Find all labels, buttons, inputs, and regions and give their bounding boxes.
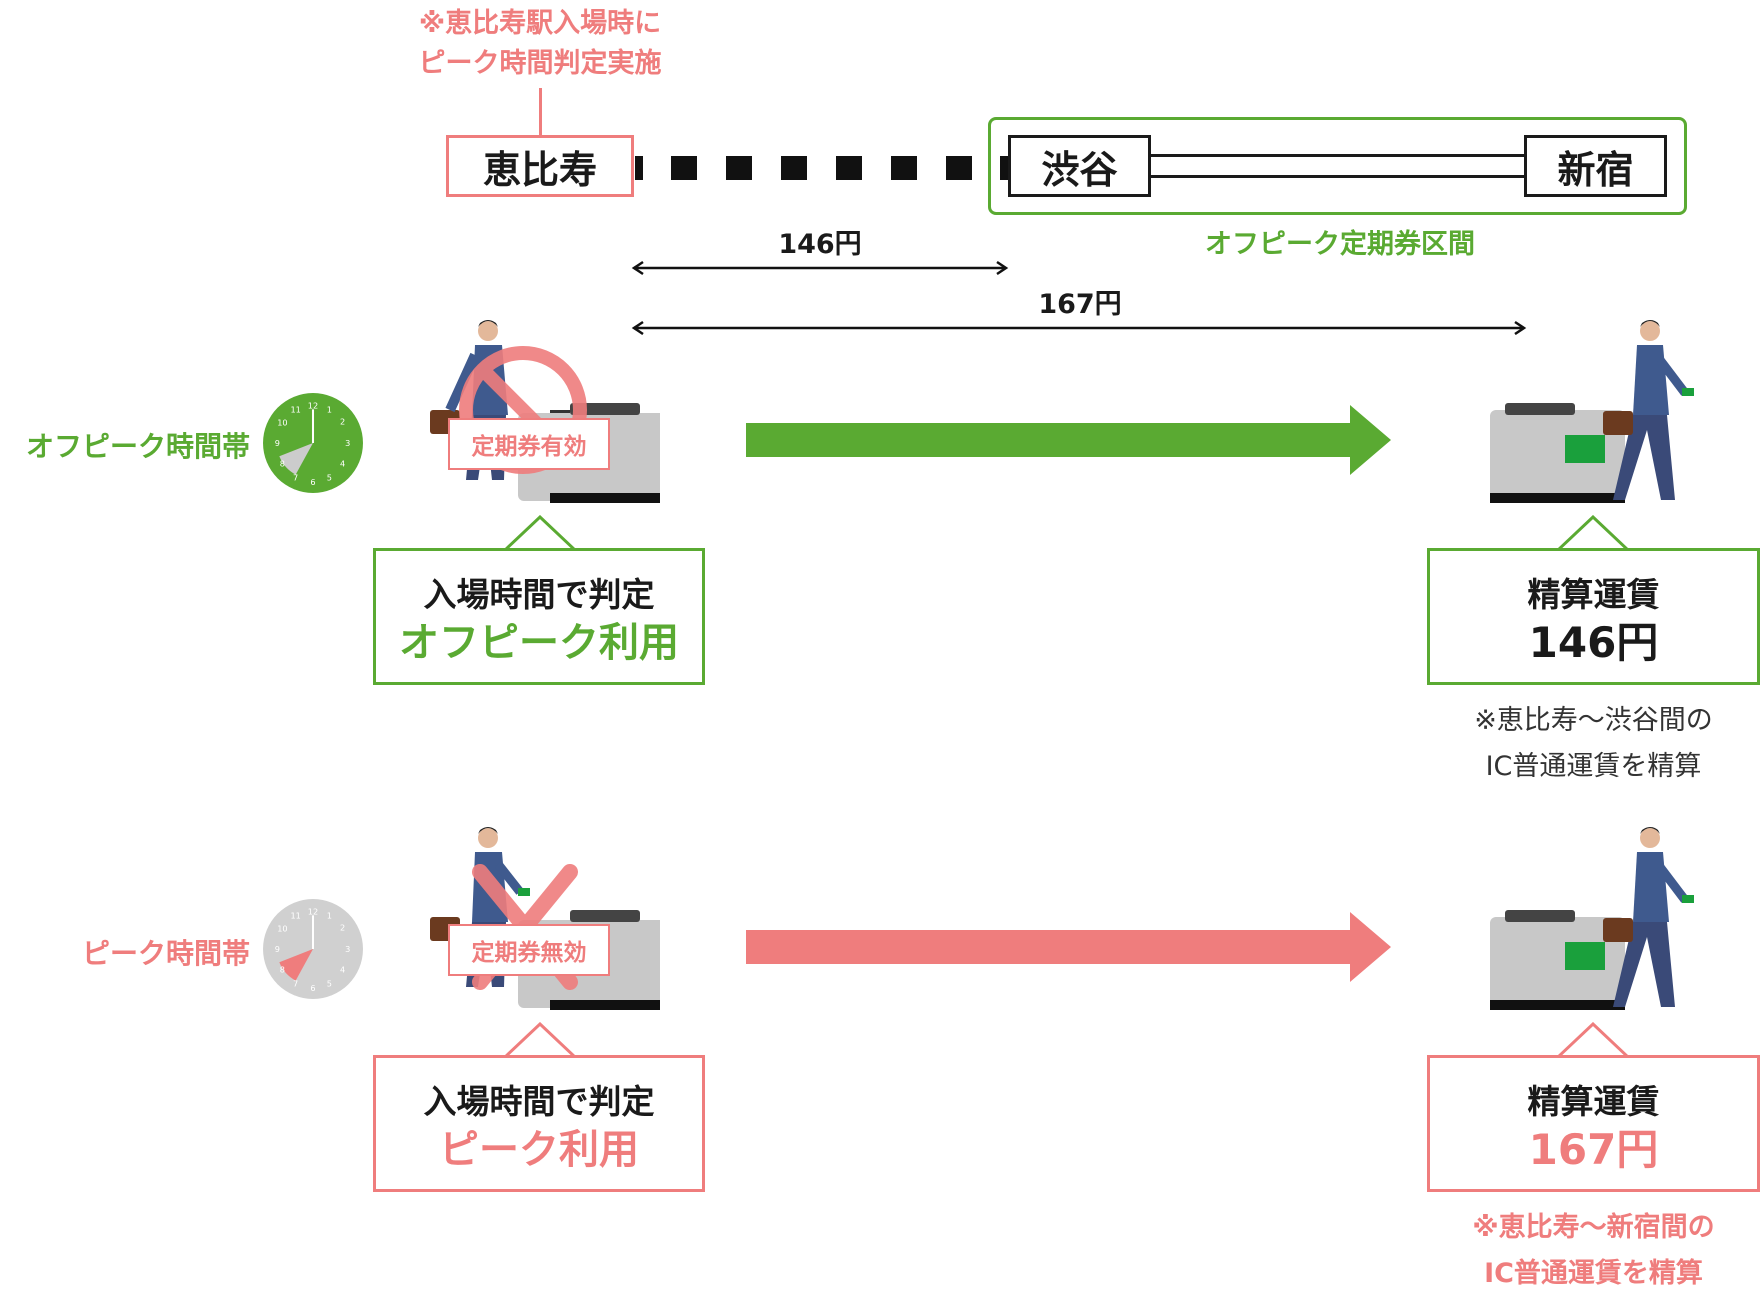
callout-pointer bbox=[505, 515, 575, 551]
exit-gate-peak bbox=[1490, 827, 1694, 1010]
svg-text:9: 9 bbox=[275, 438, 280, 448]
settlement-fare-callout-peak: 精算運賃 167円 bbox=[1427, 1055, 1760, 1192]
svg-text:4: 4 bbox=[340, 964, 345, 974]
ticket-gate-icon bbox=[1490, 403, 1625, 503]
callout-pointer bbox=[1558, 515, 1628, 551]
entry-judgement-note-line1: ※恵比寿駅入場時に bbox=[418, 8, 662, 39]
rail-dash bbox=[836, 156, 862, 180]
entry-judgement-text: 入場時間で判定 bbox=[423, 1082, 655, 1121]
svg-text:9: 9 bbox=[275, 944, 280, 954]
svg-text:3: 3 bbox=[345, 438, 350, 448]
ic-card-reader-icon bbox=[1565, 435, 1605, 463]
rail-dash bbox=[1000, 156, 1008, 180]
settlement-note-peak: ※恵比寿～新宿間の IC普通運賃を精算 bbox=[1427, 1205, 1760, 1297]
settlement-fare-label: 精算運賃 bbox=[1527, 575, 1660, 614]
settlement-fare-value: 167円 bbox=[1528, 1125, 1659, 1174]
svg-text:11: 11 bbox=[290, 404, 300, 414]
distance-arrows bbox=[631, 260, 1527, 335]
pass-valid-tag: 定期券有効 bbox=[448, 418, 610, 470]
rail-line-shibuya-shinjuku bbox=[1151, 154, 1524, 178]
dotted-rail-line-ebisu-shibuya bbox=[635, 156, 1008, 180]
peak-time-label: ピーク時間帯 bbox=[81, 937, 250, 970]
entry-gate-offpeak bbox=[430, 320, 660, 503]
distance-arrow-146 bbox=[631, 260, 1009, 276]
svg-text:10: 10 bbox=[277, 924, 287, 934]
entry-gate-peak bbox=[430, 827, 660, 1010]
rail-dash bbox=[726, 156, 752, 180]
settlement-note-line1: ※恵比寿～渋谷間の bbox=[1474, 705, 1713, 736]
svg-text:1: 1 bbox=[327, 404, 332, 414]
svg-text:2: 2 bbox=[340, 417, 345, 427]
ic-card-reader-icon bbox=[1565, 942, 1605, 970]
fare-ebisu-shibuya-label: 146円 bbox=[778, 229, 862, 260]
settlement-fare-label: 精算運賃 bbox=[1527, 1082, 1660, 1121]
entry-judgement-callout-offpeak: 入場時間で判定 オフピーク利用 bbox=[373, 548, 705, 685]
entry-judgement-result: ピーク利用 bbox=[439, 1127, 639, 1173]
svg-text:5: 5 bbox=[327, 979, 332, 989]
entry-judgement-note: ※恵比寿駅入場時に ピーク時間判定実施 bbox=[370, 4, 710, 84]
rail-dash bbox=[891, 156, 917, 180]
svg-text:3: 3 bbox=[345, 944, 350, 954]
svg-text:4: 4 bbox=[340, 458, 345, 468]
svg-text:10: 10 bbox=[277, 418, 287, 428]
offpeak-section-frame bbox=[988, 117, 1687, 215]
svg-text:7: 7 bbox=[293, 473, 298, 483]
station-ebisu: 恵比寿 bbox=[446, 135, 634, 197]
settlement-fare-callout-offpeak: 精算運賃 146円 bbox=[1427, 548, 1760, 685]
entry-judgement-callout-peak: 入場時間で判定 ピーク利用 bbox=[373, 1055, 705, 1192]
distance-arrow-167 bbox=[631, 320, 1527, 335]
arrow-right-offpeak bbox=[746, 405, 1391, 475]
entry-judgement-result: オフピーク利用 bbox=[399, 620, 679, 666]
entry-judgement-note-line2: ピーク時間判定実施 bbox=[418, 48, 662, 79]
rail-dash bbox=[635, 156, 643, 180]
settlement-fare-value: 146円 bbox=[1528, 618, 1659, 667]
exit-gate-offpeak bbox=[1490, 320, 1694, 503]
svg-text:6: 6 bbox=[310, 983, 315, 993]
station-shibuya: 渋谷 bbox=[1008, 135, 1151, 197]
commuter-figure bbox=[1603, 827, 1694, 1007]
arrow-right-peak bbox=[746, 912, 1391, 982]
offpeak-section-label: オフピーク定期券区間 bbox=[1205, 229, 1475, 260]
settlement-note-line1: ※恵比寿～新宿間の bbox=[1472, 1212, 1715, 1243]
pass-invalid-tag: 定期券無効 bbox=[448, 924, 610, 976]
callout-pointer bbox=[1558, 1022, 1628, 1058]
settlement-note-line2: IC普通運賃を精算 bbox=[1485, 751, 1702, 782]
svg-text:2: 2 bbox=[340, 923, 345, 933]
rail-dash bbox=[781, 156, 807, 180]
settlement-note-offpeak: ※恵比寿～渋谷間の IC普通運賃を精算 bbox=[1427, 698, 1760, 790]
svg-text:1: 1 bbox=[327, 910, 332, 920]
rail-dash bbox=[671, 156, 697, 180]
station-shinjuku: 新宿 bbox=[1524, 135, 1667, 197]
svg-text:5: 5 bbox=[327, 473, 332, 483]
commuter-figure bbox=[1603, 320, 1694, 500]
entry-judgement-text: 入場時間で判定 bbox=[423, 575, 655, 614]
svg-text:8: 8 bbox=[280, 964, 285, 974]
ticket-gate-icon bbox=[1490, 910, 1625, 1010]
rail-dash bbox=[946, 156, 972, 180]
fare-ebisu-shinjuku-label: 167円 bbox=[1038, 289, 1122, 320]
note-connector-line bbox=[539, 88, 542, 136]
svg-text:12: 12 bbox=[308, 400, 318, 410]
callout-pointer bbox=[505, 1022, 575, 1058]
svg-text:11: 11 bbox=[290, 910, 300, 920]
settlement-note-line2: IC普通運賃を精算 bbox=[1484, 1258, 1703, 1289]
svg-text:12: 12 bbox=[308, 906, 318, 916]
offpeak-time-label: オフピーク時間帯 bbox=[25, 430, 250, 463]
svg-text:6: 6 bbox=[310, 477, 315, 487]
svg-text:7: 7 bbox=[293, 979, 298, 989]
svg-text:8: 8 bbox=[280, 458, 285, 468]
